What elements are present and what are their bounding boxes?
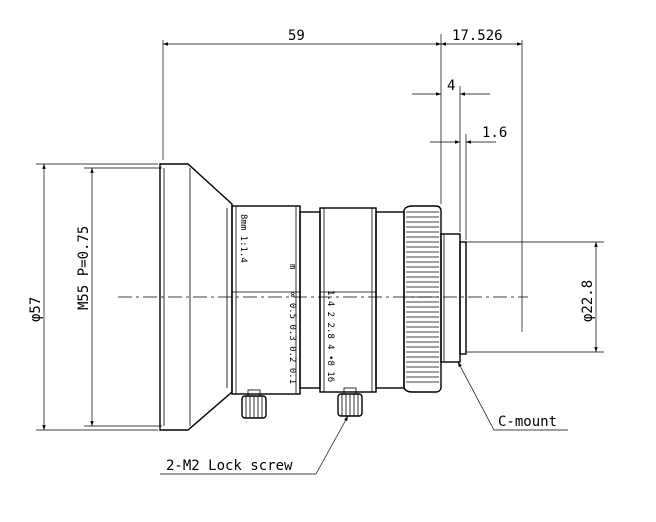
dim-overall-length xyxy=(162,34,442,204)
lock-screw-left xyxy=(241,389,267,419)
dim-flange-back-label: 17.526 xyxy=(452,28,503,44)
dim-mount-diameter xyxy=(466,241,604,353)
dim-flange-back xyxy=(441,40,523,332)
callout-lock-screw-leader xyxy=(160,415,349,475)
c-mount xyxy=(440,233,467,363)
dim-overall-length-label: 59 xyxy=(288,28,305,44)
dim-filter-thread xyxy=(84,167,162,427)
focus-scale-engraving: ∞ 0.5 0.3 0.2 0.1 xyxy=(287,292,297,384)
dim-front-diameter xyxy=(36,163,158,431)
lock-screw-right xyxy=(337,387,363,417)
callout-lock-screw: 2-M2 Lock screw xyxy=(166,458,293,474)
dim-filter-thread-label: M55 P=0.75 xyxy=(76,226,92,310)
dim-front-diameter-label: φ57 xyxy=(28,297,44,322)
spacer-ring xyxy=(299,211,321,389)
dim-mount-step xyxy=(430,134,496,240)
dim-mount-depth-label: 4 xyxy=(447,78,455,94)
dim-mount-step-label: 1.6 xyxy=(482,125,507,141)
dim-mount-depth xyxy=(412,86,490,232)
knurled-grip xyxy=(403,205,442,393)
model-engraving: 8mm 1:1.4 xyxy=(238,214,248,263)
rear-barrel xyxy=(375,211,405,389)
callout-c-mount-leader xyxy=(457,361,568,431)
aperture-scale-engraving: 1.4 2 2.8 4 •8 16 xyxy=(325,290,335,382)
focus-unit-engraving: m xyxy=(287,264,297,269)
dim-mount-diameter-label: φ22.8 xyxy=(580,280,596,322)
callout-c-mount: C-mount xyxy=(498,414,557,430)
